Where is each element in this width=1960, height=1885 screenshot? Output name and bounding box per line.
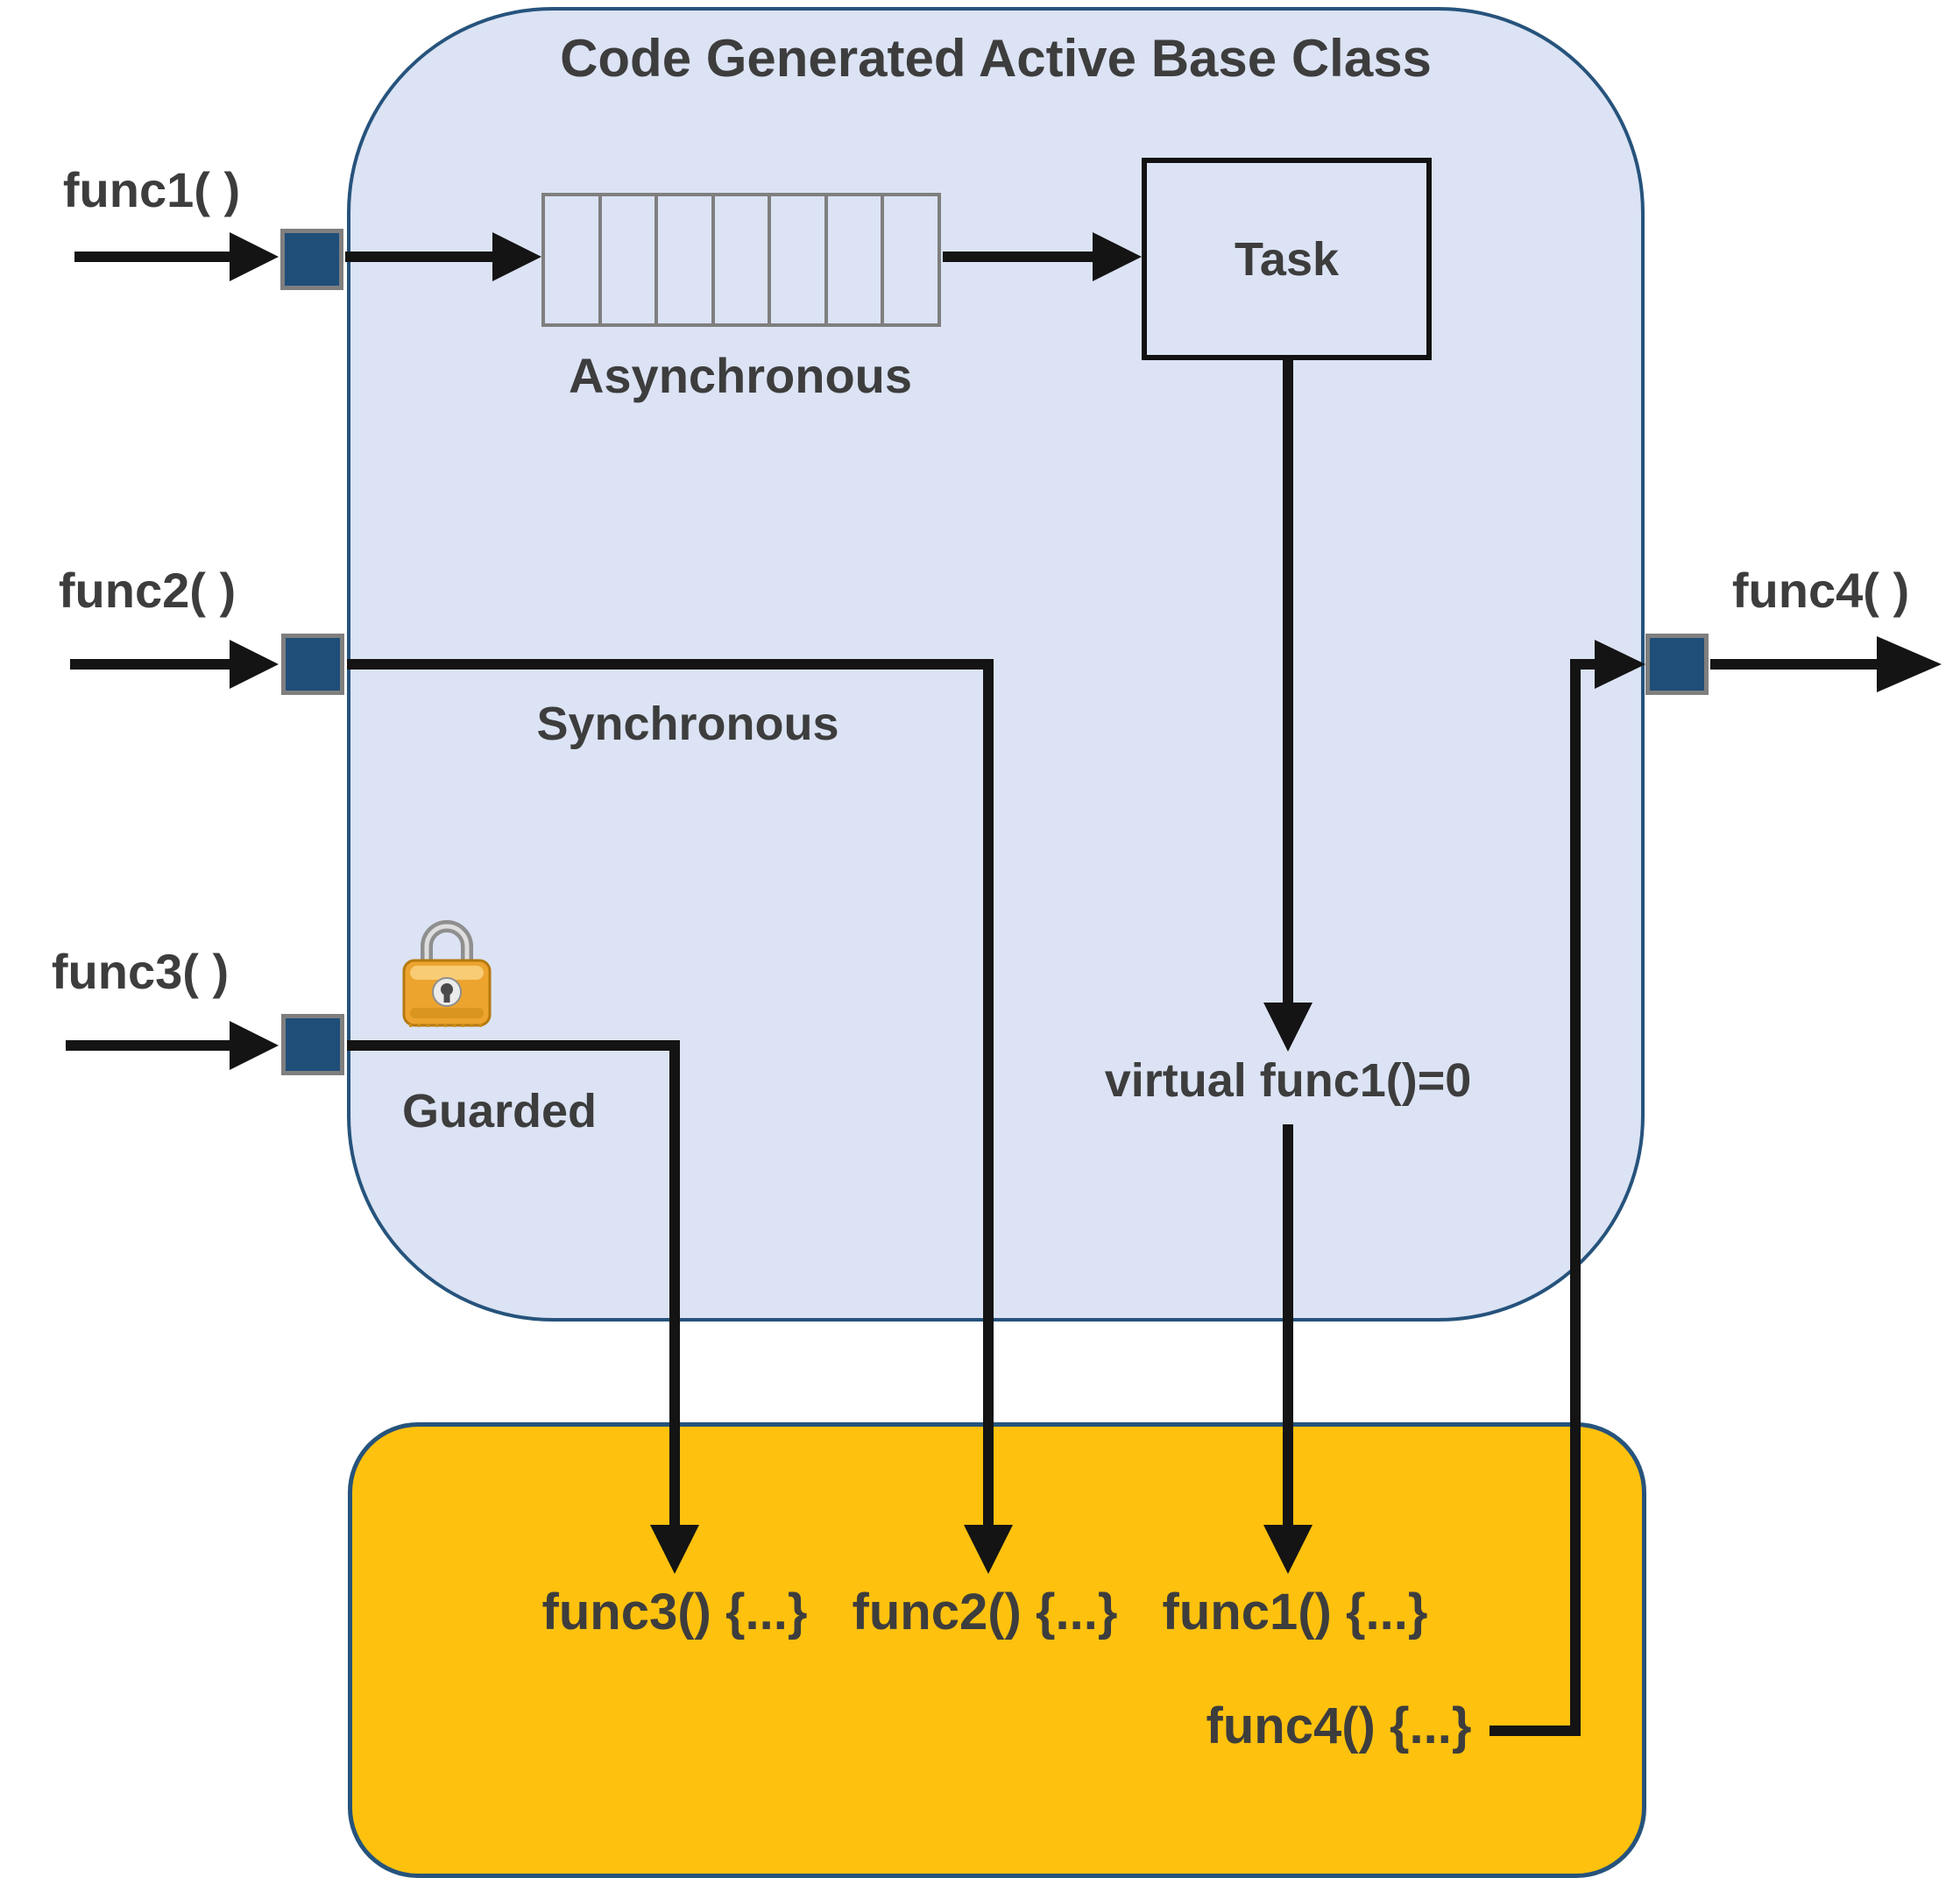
queue-cell [658,196,715,323]
queue-cell [771,196,828,323]
impl-func2: func2() {...} [852,1584,1118,1641]
func2-label: func2( ) [58,563,237,618]
func2-call-arrow [70,640,279,689]
func3-label: func3( ) [51,944,230,999]
queue-cell [602,196,659,323]
func4-output-arrow [1710,636,1942,692]
func3-port [281,1014,344,1075]
impl-func3: func3() {...} [541,1584,808,1641]
impl-func1: func1() {...} [1162,1584,1428,1641]
func1-port [280,229,343,290]
queue-cell [715,196,772,323]
task-box: Task [1142,158,1432,360]
func4-label: func4( ) [1731,563,1910,618]
guarded-label: Guarded [401,1085,598,1137]
queue-cell [884,196,938,323]
func2-port [281,634,344,695]
func3-call-arrow [66,1021,279,1070]
diagram-title: Code Generated Active Base Class [560,29,1432,88]
asynchronous-label: Asynchronous [568,348,913,403]
queue-cell [545,196,602,323]
queue-cell [828,196,885,323]
func4-port [1645,634,1709,695]
lock-icon [402,920,492,1027]
synchronous-label: Synchronous [536,698,839,750]
impl-func4: func4() {...} [1206,1697,1472,1754]
message-queue [541,193,941,327]
func1-label: func1( ) [62,162,241,217]
virtual-func1-label: virtual func1()=0 [1104,1054,1472,1107]
implementation-box [348,1422,1646,1878]
func1-call-arrow [74,232,279,281]
task-label: Task [1234,232,1340,286]
